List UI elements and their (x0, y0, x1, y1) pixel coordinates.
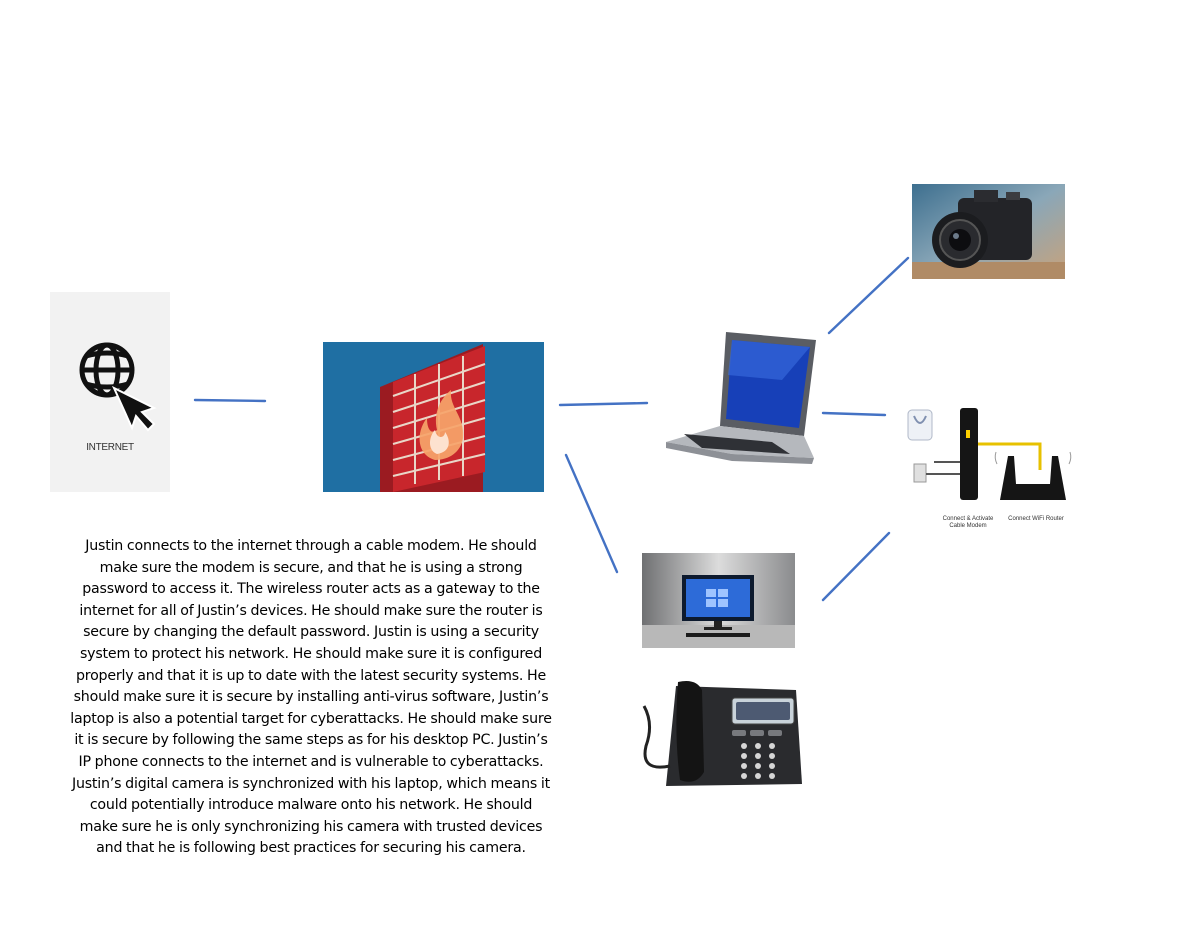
desktop-pc-icon (642, 553, 795, 648)
router-caption: Connect WiFi Router (1008, 516, 1064, 522)
modem-router-node: Connect & Activate Cable Modem Connect W… (900, 400, 1080, 540)
line-laptop-camera (827, 256, 910, 335)
desktop-node (642, 553, 795, 648)
internet-node: INTERNET (50, 292, 170, 492)
phone-node (636, 676, 804, 794)
modem-caption: Connect & Activate Cable Modem (942, 516, 994, 529)
camera-node (912, 184, 1065, 279)
line-desktop-router (821, 531, 891, 602)
line-laptop-router (821, 411, 887, 417)
internet-label: INTERNET (86, 442, 134, 453)
modem-router-icon (907, 408, 1072, 500)
firewall-node (323, 342, 544, 492)
laptop-icon (666, 332, 816, 464)
laptop-node (662, 330, 822, 465)
line-firewall-laptop (558, 401, 649, 407)
line-internet-firewall (193, 398, 267, 403)
ip-phone-icon (642, 681, 802, 786)
line-firewall-desktop (564, 453, 619, 574)
digital-camera-icon (912, 184, 1065, 279)
globe-cursor-icon (79, 342, 157, 432)
description-text: Justin connects to the internet through … (70, 538, 552, 857)
brick-firewall-icon (323, 342, 544, 492)
